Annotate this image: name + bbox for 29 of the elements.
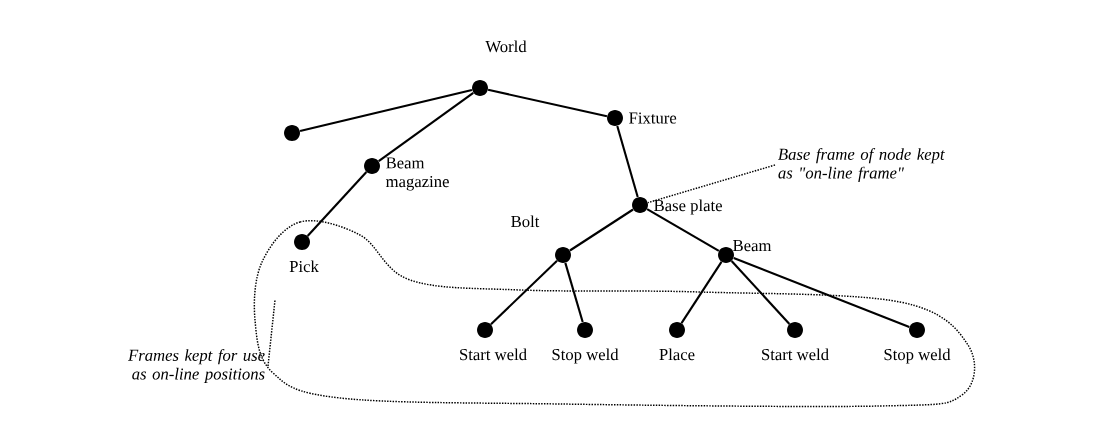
tree-edge (487, 88, 608, 118)
tree-edge (299, 88, 473, 133)
tree-edge (569, 208, 634, 252)
node-label: Start weld (762, 348, 829, 361)
node-label: Place (659, 348, 695, 361)
leader-line (647, 164, 776, 204)
node-label: Fixture (629, 112, 677, 124)
tree-edge (306, 171, 368, 237)
node-label: Pick (289, 260, 319, 273)
node-label: Start weld (460, 348, 527, 361)
tree-edge (490, 259, 558, 326)
node-label: Bolt (511, 215, 540, 228)
annotation-text: Base frame of node kept as "on-line frame" (778, 148, 945, 182)
tree-edge (564, 262, 584, 323)
annotation-text: Frames kept for use as on-line positions (128, 349, 265, 383)
node-label: Stop weld (884, 348, 951, 364)
node-label: Stop weld (552, 348, 619, 364)
node-label: Beam magazine (385, 157, 449, 191)
tree-edge (730, 260, 791, 325)
tree-edge (616, 125, 639, 198)
node-label: World (485, 40, 527, 53)
tree-edge (680, 261, 723, 324)
tree-edge (733, 257, 910, 328)
tree-edge (646, 208, 720, 252)
node-dot (284, 125, 300, 141)
node-label: Beam (733, 240, 772, 252)
leader-line (267, 299, 276, 367)
node-label: Base plate (654, 199, 722, 215)
tree-edge (378, 91, 474, 162)
